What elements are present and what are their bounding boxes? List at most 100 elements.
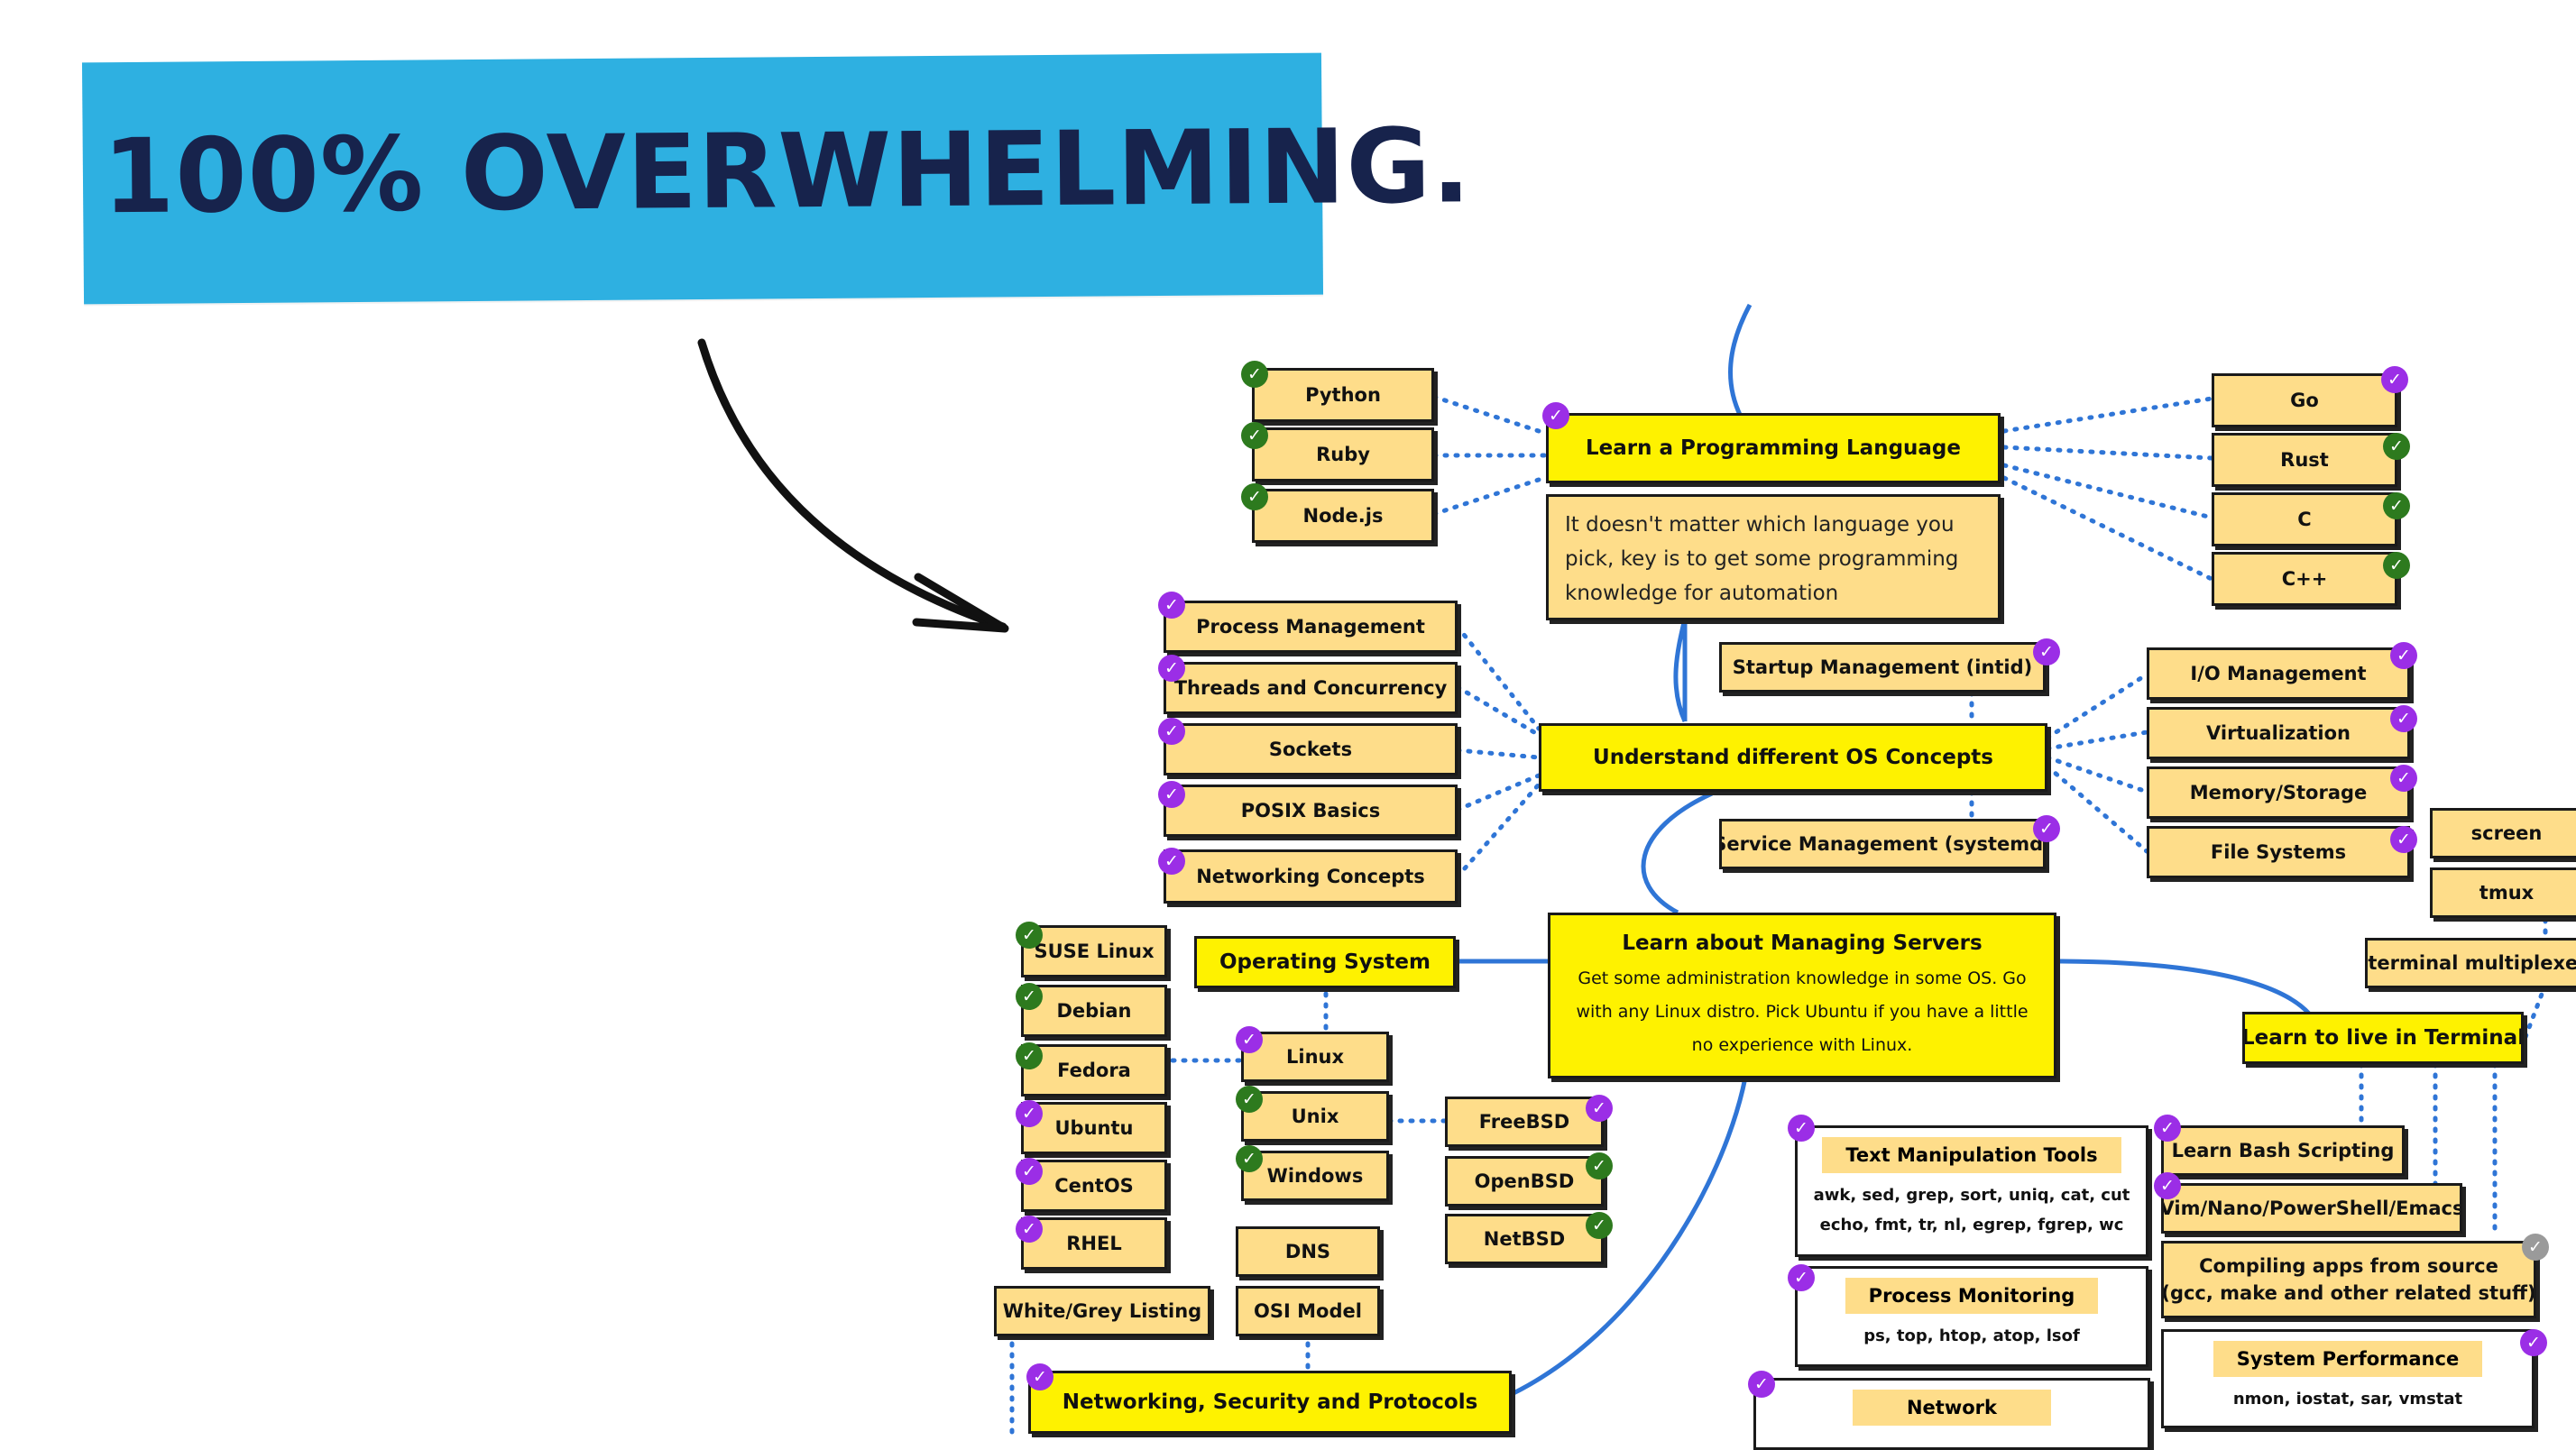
distro-suse-linux[interactable]: SUSE Linux: [1021, 925, 1167, 977]
bsd-freebsd[interactable]: FreeBSD: [1445, 1097, 1604, 1147]
topic-learn-bash-scripting[interactable]: Learn Bash Scripting: [2161, 1125, 2405, 1176]
os-unix[interactable]: Unix: [1241, 1091, 1389, 1142]
checkmark-icon: ✓: [1542, 402, 1569, 429]
checkmark-icon: ✓: [2033, 638, 2060, 665]
checkmark-icon: ✓: [1158, 592, 1185, 619]
topic-managing-servers[interactable]: Learn about Managing Servers Get some ad…: [1548, 913, 2056, 1078]
distro-ubuntu[interactable]: Ubuntu: [1021, 1102, 1167, 1154]
topic-networking-security-protocols[interactable]: Networking, Security and Protocols: [1028, 1371, 1512, 1434]
topic-system-performance[interactable]: System Performance nmon, iostat, sar, vm…: [2161, 1329, 2535, 1428]
topic-python[interactable]: Python: [1252, 368, 1434, 422]
checkmark-icon: ✓: [2381, 366, 2408, 393]
topic-text-manipulation-tools[interactable]: Text Manipulation Tools awk, sed, grep, …: [1795, 1125, 2148, 1257]
topic-dns[interactable]: DNS: [1236, 1226, 1380, 1277]
curved-arrow-icon: [697, 338, 1009, 633]
checkmark-icon: ✓: [1788, 1115, 1815, 1142]
servers-title: Learn about Managing Servers: [1622, 931, 1983, 955]
topic-tmux[interactable]: tmux: [2430, 867, 2576, 918]
topic-virtualization[interactable]: Virtualization: [2147, 707, 2410, 759]
os-linux[interactable]: Linux: [1241, 1032, 1389, 1082]
topic-compiling-apps[interactable]: Compiling apps from source (gcc, make an…: [2161, 1241, 2536, 1318]
topic-startup-management[interactable]: Startup Management (intid): [1719, 642, 2046, 693]
checkmark-icon: ✓: [2390, 765, 2417, 792]
topic-learn-to-live-in-terminal[interactable]: Learn to live in Terminal: [2242, 1012, 2524, 1064]
checkmark-icon: ✓: [1158, 848, 1185, 875]
checkmark-icon: ✓: [2383, 492, 2410, 519]
topic-editors[interactable]: Vim/Nano/PowerShell/Emacs: [2161, 1183, 2462, 1234]
topic-osi-model[interactable]: OSI Model: [1236, 1286, 1380, 1336]
checkmark-icon: ✓: [2383, 433, 2410, 460]
checkmark-icon: ✓: [2390, 705, 2417, 732]
checkmark-icon: ✓: [2033, 815, 2060, 842]
servers-line-3: no experience with Linux.: [1691, 1035, 1913, 1055]
topic-white-grey-listing[interactable]: White/Grey Listing: [994, 1286, 1210, 1336]
distro-fedora[interactable]: Fedora: [1021, 1044, 1167, 1097]
checkmark-icon: ✓: [1236, 1026, 1263, 1053]
distro-debian[interactable]: Debian: [1021, 985, 1167, 1037]
topic-network-tools[interactable]: Network: [1753, 1378, 2150, 1450]
topic-sockets[interactable]: Sockets: [1164, 723, 1458, 775]
topic-service-management[interactable]: Service Management (systemd): [1719, 819, 2046, 869]
topic-understand-os-concepts[interactable]: Understand different OS Concepts: [1539, 723, 2047, 792]
checkmark-icon: ✓: [1016, 1216, 1043, 1243]
checkmark-icon: ✓: [2390, 826, 2417, 853]
checkmark-icon: ✓: [2522, 1234, 2549, 1261]
checkmark-icon: ✓: [1586, 1212, 1613, 1239]
process-monitoring-tools: ps, top, htop, atop, lsof: [1863, 1326, 2080, 1345]
checkmark-icon: ✓: [1026, 1363, 1053, 1390]
checkmark-icon: ✓: [1016, 983, 1043, 1010]
checkmark-icon: ✓: [1241, 361, 1268, 388]
checkmark-icon: ✓: [1748, 1371, 1775, 1398]
system-performance-tools: nmon, iostat, sar, vmstat: [2232, 1390, 2463, 1409]
topic-c[interactable]: C: [2212, 492, 2397, 546]
checkmark-icon: ✓: [1016, 1158, 1043, 1185]
servers-line-2: with any Linux distro. Pick Ubuntu if yo…: [1576, 1002, 2029, 1022]
checkmark-icon: ✓: [1586, 1152, 1613, 1179]
topic-file-systems[interactable]: File Systems: [2147, 826, 2410, 878]
checkmark-icon: ✓: [2154, 1172, 2181, 1199]
checkmark-icon: ✓: [2520, 1329, 2547, 1356]
text-manipulation-line-2: echo, fmt, tr, nl, egrep, fgrep, wc: [1819, 1216, 2124, 1234]
checkmark-icon: ✓: [1241, 422, 1268, 449]
topic-io-management[interactable]: I/O Management: [2147, 647, 2410, 700]
network-tools-title: Network: [1852, 1390, 2051, 1426]
checkmark-icon: ✓: [1241, 483, 1268, 510]
text-manipulation-title: Text Manipulation Tools: [1822, 1137, 2121, 1173]
process-monitoring-title: Process Monitoring: [1845, 1278, 2099, 1314]
topic-rust[interactable]: Rust: [2212, 433, 2397, 487]
checkmark-icon: ✓: [1236, 1086, 1263, 1113]
topic-terminal-multiplexer[interactable]: terminal multiplexer: [2365, 938, 2576, 988]
checkmark-icon: ✓: [2390, 642, 2417, 669]
distro-centos[interactable]: CentOS: [1021, 1160, 1167, 1212]
checkmark-icon: ✓: [1158, 781, 1185, 808]
topic-go[interactable]: Go: [2212, 373, 2397, 427]
topic-threads-concurrency[interactable]: Threads and Concurrency: [1164, 662, 1458, 714]
topic-nodejs[interactable]: Node.js: [1252, 489, 1434, 543]
distro-rhel[interactable]: RHEL: [1021, 1217, 1167, 1270]
checkmark-icon: ✓: [1016, 1042, 1043, 1069]
topic-screen[interactable]: screen: [2430, 808, 2576, 858]
topic-networking-concepts[interactable]: Networking Concepts: [1164, 849, 1458, 904]
topic-cpp[interactable]: C++: [2212, 552, 2397, 606]
topic-ruby[interactable]: Ruby: [1252, 427, 1434, 482]
os-windows[interactable]: Windows: [1241, 1151, 1389, 1201]
checkmark-icon: ✓: [1016, 1100, 1043, 1127]
checkmark-icon: ✓: [1586, 1095, 1613, 1122]
topic-posix-basics[interactable]: POSIX Basics: [1164, 785, 1458, 837]
bsd-openbsd[interactable]: OpenBSD: [1445, 1156, 1604, 1207]
topic-description: It doesn't matter which language you pic…: [1546, 494, 2001, 620]
topic-operating-system[interactable]: Operating System: [1194, 936, 1456, 988]
checkmark-icon: ✓: [1236, 1145, 1263, 1172]
compiling-line-1: Compiling apps from source: [2199, 1255, 2498, 1277]
checkmark-icon: ✓: [1016, 922, 1043, 949]
checkmark-icon: ✓: [1788, 1264, 1815, 1291]
topic-process-monitoring[interactable]: Process Monitoring ps, top, htop, atop, …: [1795, 1266, 2148, 1367]
checkmark-icon: ✓: [1158, 718, 1185, 745]
checkmark-icon: ✓: [1158, 655, 1185, 682]
topic-learn-programming-language[interactable]: Learn a Programming Language: [1546, 413, 2001, 483]
topic-process-management[interactable]: Process Management: [1164, 601, 1458, 653]
bsd-netbsd[interactable]: NetBSD: [1445, 1214, 1604, 1264]
topic-memory-storage[interactable]: Memory/Storage: [2147, 766, 2410, 819]
compiling-line-2: (gcc, make and other related stuff): [2161, 1282, 2536, 1304]
